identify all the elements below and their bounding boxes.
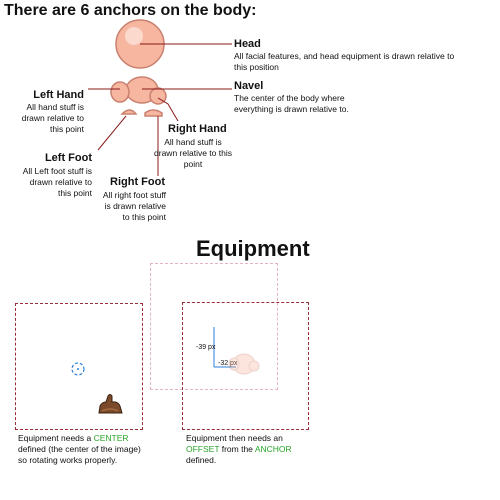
offset-x-label: -32 px: [218, 360, 238, 367]
center-demo-box: [15, 303, 143, 430]
left-hand-label: Left Hand: [33, 89, 84, 101]
navel-desc: The center of the body where everything …: [234, 93, 349, 114]
navel-label: Navel: [234, 80, 264, 92]
right-hand-label: Right Hand: [168, 123, 227, 135]
offset-guides: [213, 327, 236, 368]
left-hand-desc: All hand stuff is drawn relative to this…: [21, 102, 84, 134]
right-foot-label: Right Foot: [110, 176, 165, 188]
offset-demo-box: [182, 302, 309, 430]
ghost-body-icon: [228, 353, 260, 375]
anchor-canvas-box: [150, 263, 278, 390]
left-foot-desc: All Left foot stuff is drawn relative to…: [22, 166, 92, 198]
center-note: Equipment needs a CENTER defined (the ce…: [18, 433, 141, 465]
right-foot-desc: All right foot stuff is drawn relative t…: [102, 190, 166, 222]
offset-y-label: -39 px: [196, 344, 216, 351]
glove-item-icon: [98, 394, 123, 414]
head-desc: All facial features, and head equipment …: [234, 51, 455, 72]
equipment-title: Equipment: [196, 236, 310, 261]
left-foot-leader: [97, 115, 127, 151]
leader-lines: [88, 43, 232, 176]
left-foot-label: Left Foot: [44, 152, 92, 164]
center-marker-icon: [71, 362, 85, 376]
right-hand-desc: All hand stuff is drawn relative to this…: [154, 137, 232, 169]
right-hand-leader: [157, 97, 179, 122]
offset-note: Equipment then needs an OFFSET from the …: [186, 433, 292, 465]
page-title: There are 6 anchors on the body:: [4, 2, 257, 19]
head-label: Head: [234, 38, 261, 50]
